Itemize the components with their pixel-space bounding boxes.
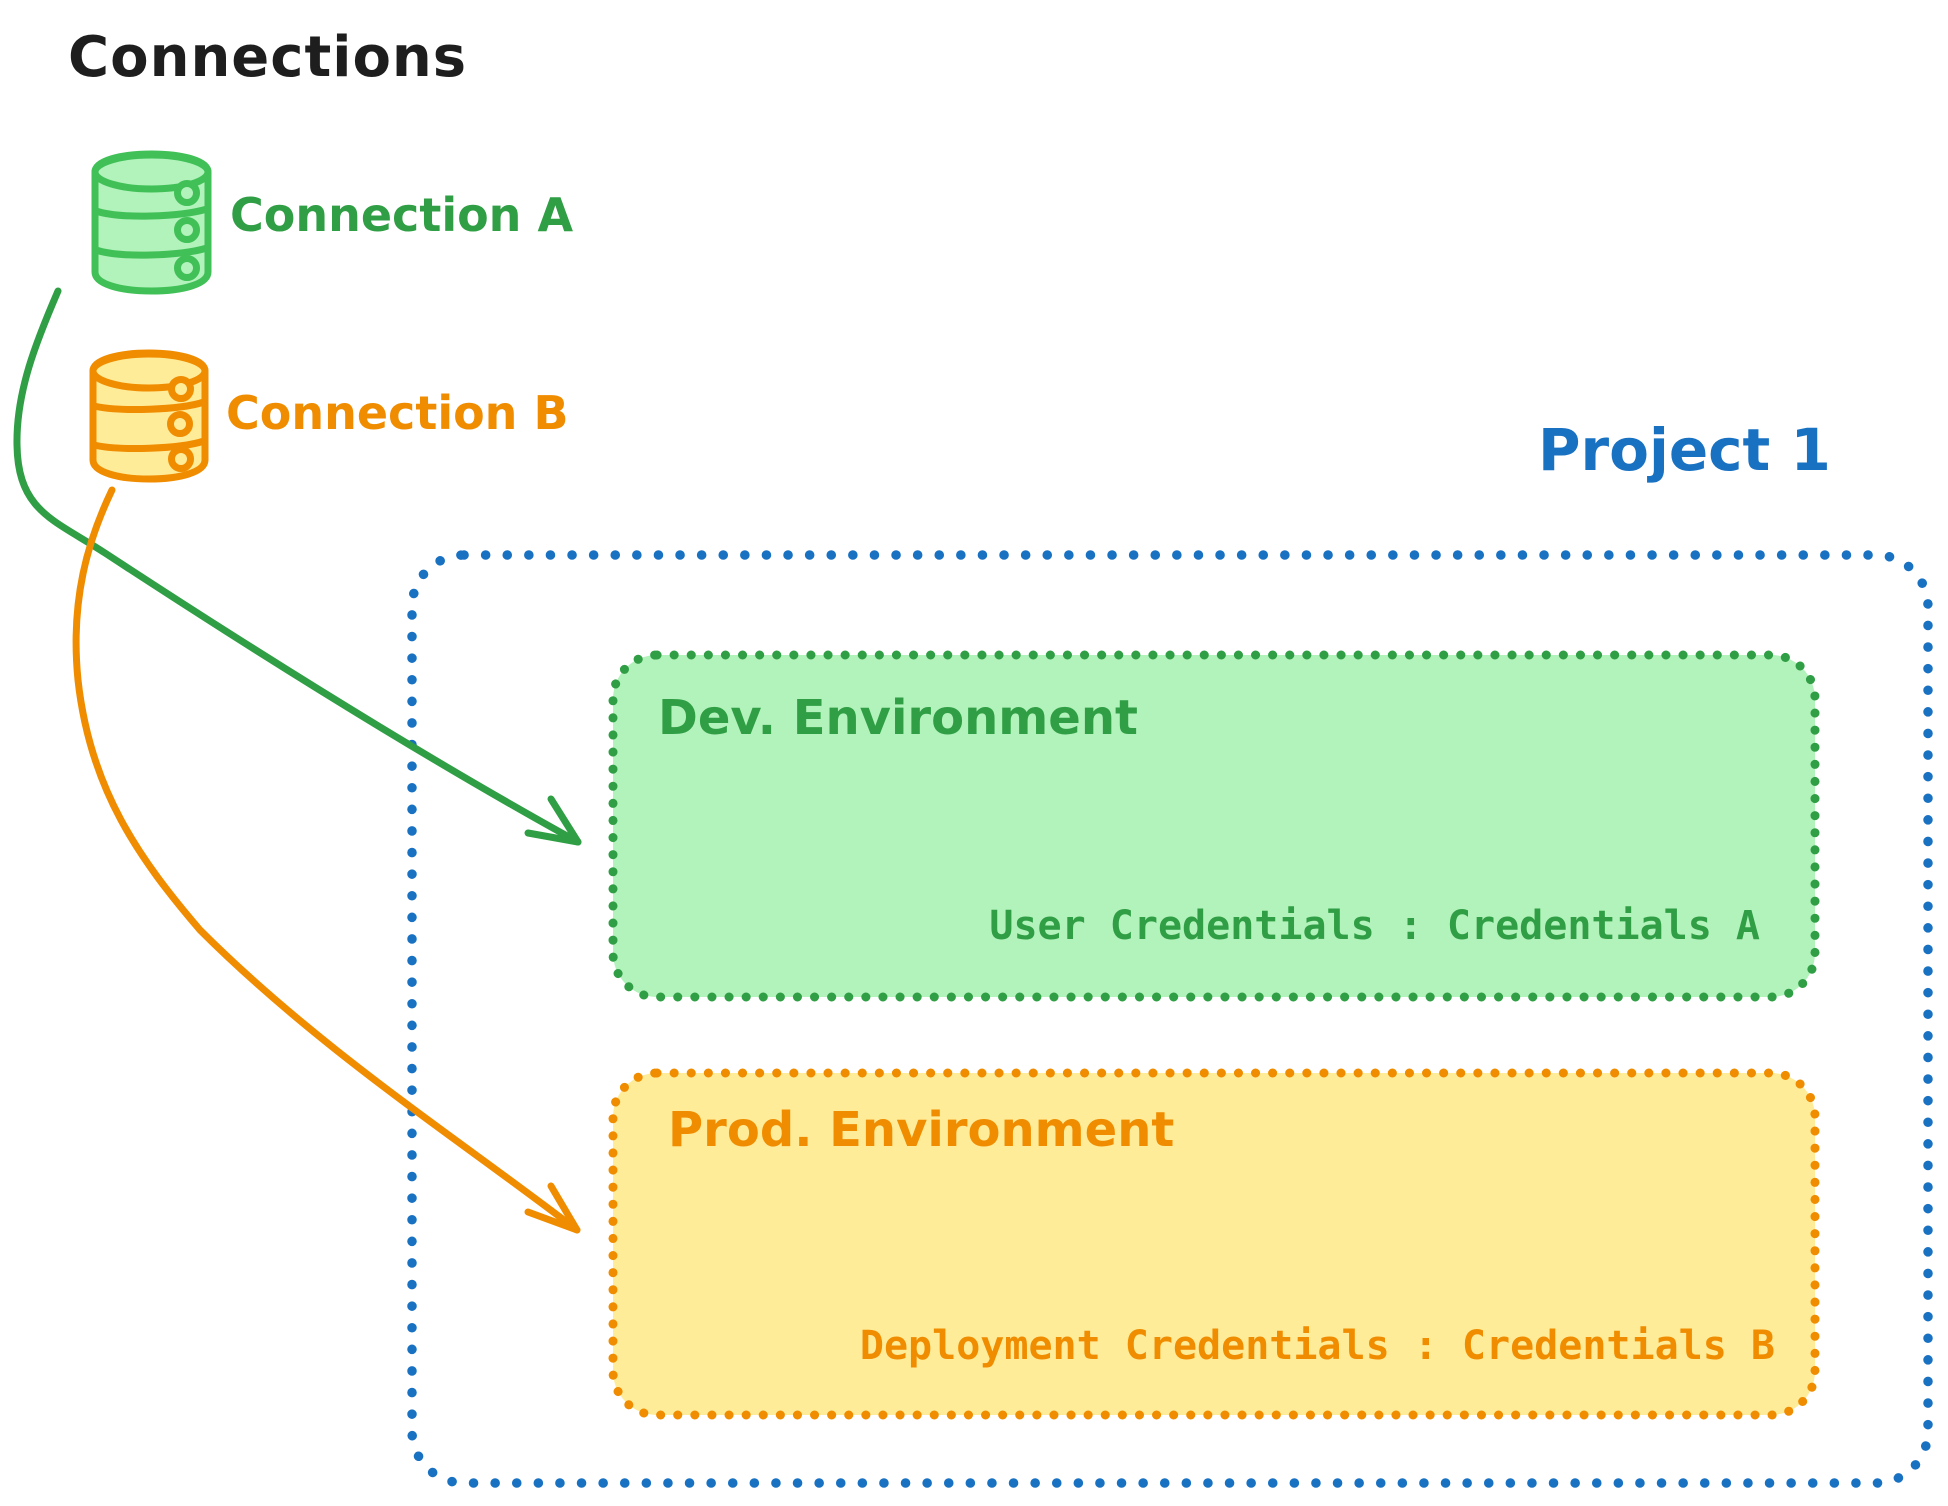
arrow-shaft xyxy=(72,486,581,1234)
cylinder-led xyxy=(174,217,200,243)
database-icon xyxy=(91,150,212,295)
project-label: Project 1 xyxy=(1538,416,1831,484)
cylinder-band-line xyxy=(90,398,208,413)
cylinder-band-line xyxy=(92,244,211,259)
arrowhead-icon xyxy=(524,795,582,846)
cylinder-band-line xyxy=(92,205,211,220)
cylinder-led xyxy=(168,446,194,472)
cylinder-led xyxy=(167,411,193,437)
database-icon xyxy=(89,349,209,483)
diagram-title: Connections xyxy=(68,25,468,90)
connection-a-label: Connection A xyxy=(230,188,574,242)
project-box xyxy=(407,550,1933,1488)
connection-b-label: Connection B xyxy=(226,386,569,440)
cylinder-top xyxy=(91,151,212,193)
prod-environment-title: Prod. Environment xyxy=(668,1102,1175,1158)
cylinder-band-line xyxy=(90,437,208,452)
dev-environment-box xyxy=(608,650,1820,1002)
cylinder-led xyxy=(168,376,194,402)
cylinder-led xyxy=(174,180,200,206)
prod-environment-box xyxy=(608,1068,1820,1420)
arrowhead-icon xyxy=(524,1182,581,1234)
dev-environment-credentials: User Credentials : Credentials A xyxy=(989,903,1760,949)
prod-environment-credentials: Deployment Credentials : Credentials B xyxy=(859,1323,1775,1369)
arrow-connection-b-to-prod xyxy=(72,486,581,1234)
cylinder-led xyxy=(174,255,200,281)
dev-environment-title: Dev. Environment xyxy=(658,690,1138,746)
